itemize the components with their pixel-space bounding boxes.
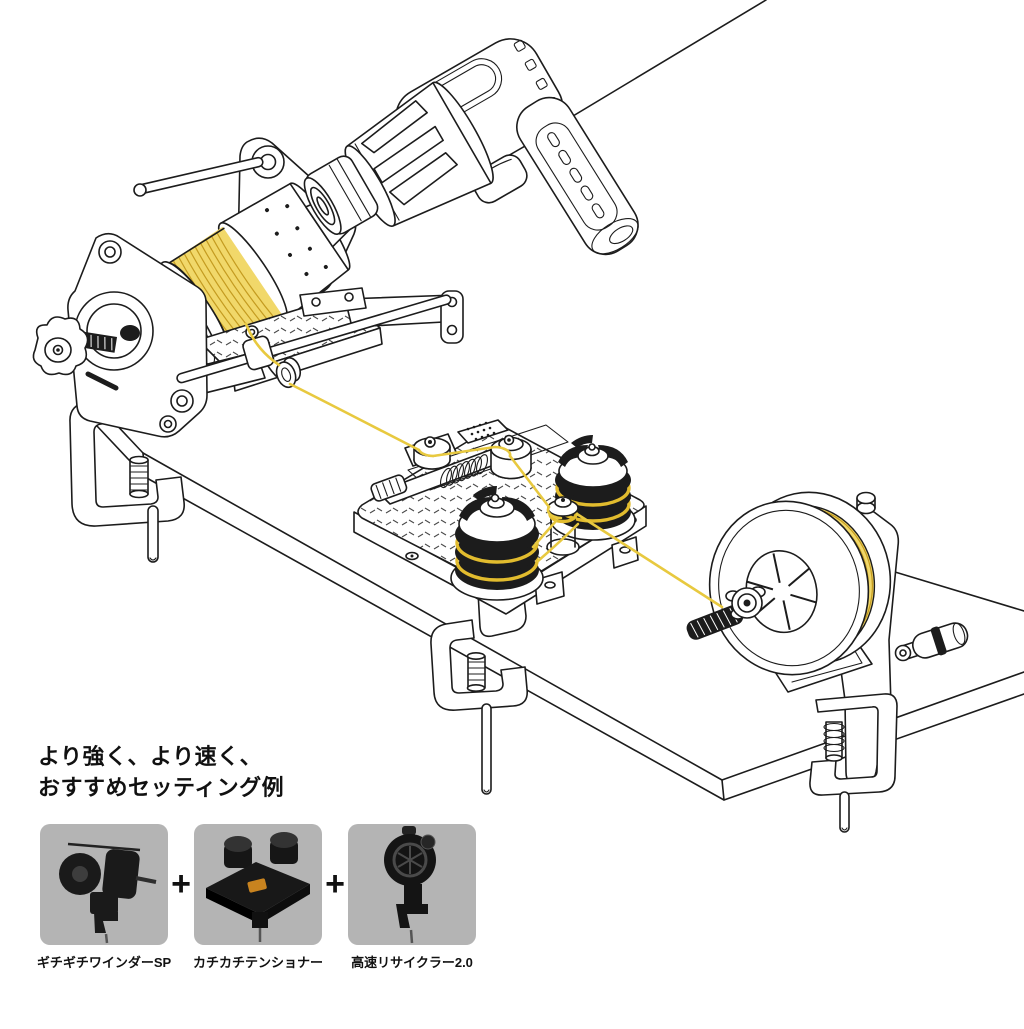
tensioner-thumbnail-image (206, 832, 310, 942)
recycler-clamp-rod (839, 791, 850, 833)
caption-line-1: より強く、より速く、 (38, 744, 263, 769)
line-winder-front (32, 156, 464, 563)
winder-clamp-rod (147, 505, 159, 563)
recycler-threaded-rod (686, 604, 744, 640)
product-recycler: 高速リサイクラー2.0 (348, 824, 476, 971)
winder-thumbnail-image (59, 842, 157, 944)
tensioner-clamp-rod (481, 703, 492, 795)
product-tensioner: カチカチテンショナー (193, 824, 323, 971)
tensioner-clamp (430, 580, 529, 795)
tensioner-spring (440, 454, 488, 489)
winder-thumbnail (40, 824, 168, 945)
line-tensioner (353, 419, 647, 795)
recycler-front-disc (708, 500, 870, 676)
drill-chuck (303, 155, 379, 235)
product-winder: ギチギチワインダーSP (37, 824, 171, 971)
recycler-crank (894, 622, 969, 662)
caption-line-2: おすすめセッティング例 (38, 775, 285, 800)
recycler-thumbnail (348, 824, 476, 945)
spool-recycler (686, 491, 969, 833)
winder-pulley (275, 357, 302, 389)
recycler-spool (686, 491, 892, 676)
winder-front-plate (67, 232, 208, 438)
recycler-crank-handle (911, 622, 969, 659)
drill-handle (516, 96, 639, 256)
recommended-products-row: ギチギチワインダーSP + カチカチテンショナー + (37, 824, 476, 971)
tensioner-front-drum (450, 486, 544, 601)
fishing-line-path (244, 322, 724, 609)
power-drill (303, 38, 639, 256)
recycler-wing-nut (725, 586, 766, 620)
tensioner-thumbnail (194, 824, 322, 945)
plus-separator-1: + (171, 865, 191, 903)
tensioner-guide-pulley (404, 433, 457, 470)
winder-guide-rod (176, 294, 452, 384)
plus-separator-2: + (325, 865, 345, 903)
winder-clamp-screw (129, 459, 149, 495)
recycler-label: 高速リサイクラー2.0 (351, 955, 473, 970)
recycler-clamp (809, 693, 898, 833)
winder-drum-dots (264, 204, 328, 276)
tensioner-dot-tab (457, 419, 509, 444)
drill-grip-panel (535, 122, 618, 231)
tensioner-clamp-screw (467, 655, 486, 689)
drill-grip-grooves (547, 132, 605, 219)
recycler-thumbnail-image (384, 826, 436, 944)
tensioner-middle-pulley (546, 496, 580, 556)
winder-label: ギチギチワインダーSP (36, 955, 172, 970)
drill-chuck-sleeve (344, 81, 494, 228)
tensioner-label: カチカチテンショナー (192, 955, 323, 970)
recycler-clamp-spring (823, 722, 845, 753)
caption-heading: より強く、より速く、 おすすめセッティング例 (38, 741, 284, 803)
recycler-clamp-screw (825, 721, 843, 759)
winder-star-knob (32, 316, 89, 376)
